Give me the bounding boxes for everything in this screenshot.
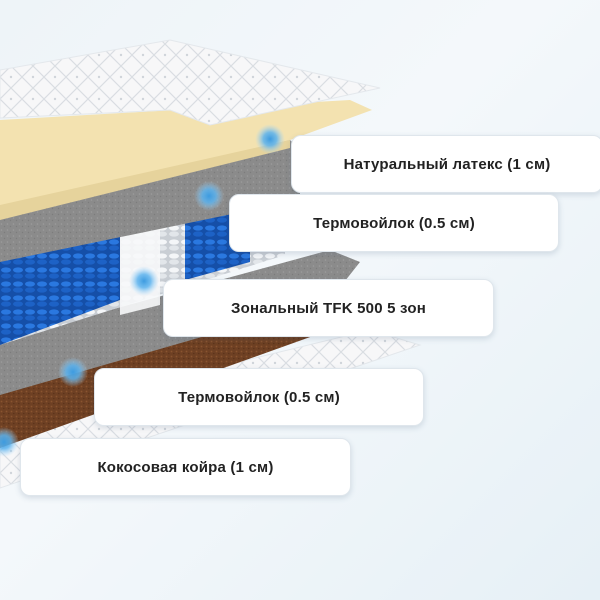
springs-marker-dot[interactable] bbox=[129, 266, 159, 296]
latex-marker-dot[interactable] bbox=[255, 124, 285, 154]
callout-latex-label: Натуральный латекс (1 см) bbox=[343, 155, 551, 173]
callout-felt-bottom-label: Термовойлок (0.5 см) bbox=[178, 388, 340, 406]
callout-felt-top: Термовойлок (0.5 см) bbox=[229, 194, 559, 252]
coir-marker-dot[interactable] bbox=[0, 427, 19, 457]
callout-felt-bottom: Термовойлок (0.5 см) bbox=[94, 368, 424, 426]
callout-springs: Зональный TFK 500 5 зон bbox=[163, 279, 494, 337]
upper-felt-layer bbox=[0, 140, 300, 262]
felt-top-marker-dot[interactable] bbox=[194, 181, 224, 211]
callout-coir: Кокосовая койра (1 см) bbox=[20, 438, 351, 496]
callout-latex: Натуральный латекс (1 см) bbox=[291, 135, 600, 193]
callout-springs-label: Зональный TFK 500 5 зон bbox=[231, 299, 426, 317]
callout-coir-label: Кокосовая койра (1 см) bbox=[97, 458, 274, 476]
callout-felt-top-label: Термовойлок (0.5 см) bbox=[313, 214, 475, 232]
felt-bottom-marker-dot[interactable] bbox=[58, 357, 88, 387]
top-cover-layer bbox=[0, 39, 381, 126]
